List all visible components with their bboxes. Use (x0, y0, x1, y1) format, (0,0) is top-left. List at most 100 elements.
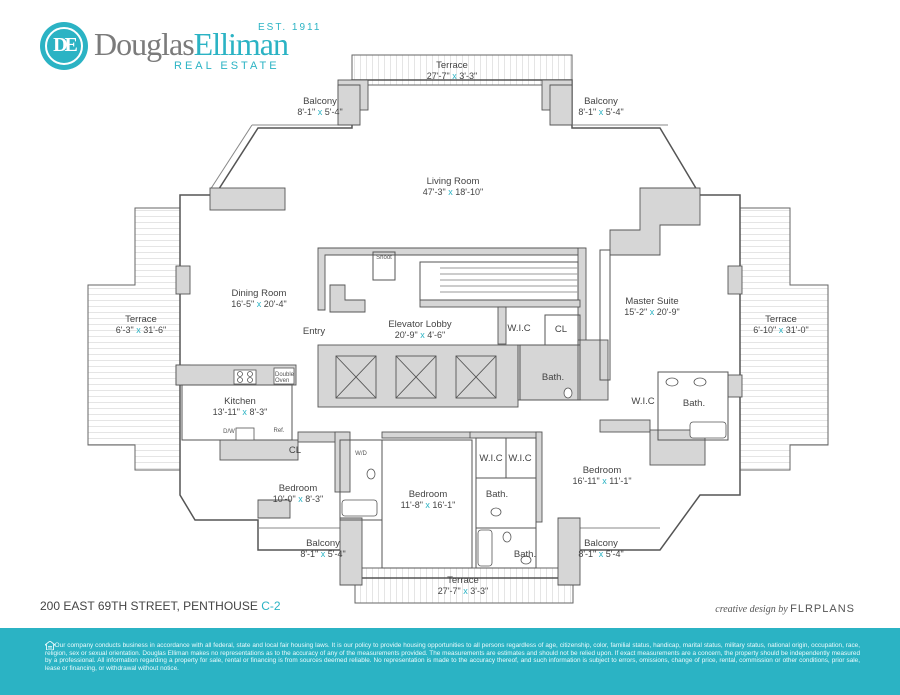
label-ref: Ref. (273, 428, 285, 434)
room-elevator-lobby: Elevator Lobby 20'-9" x 4'-6" (388, 319, 451, 341)
equal-housing-icon (45, 641, 55, 650)
footer-disclaimer-bar: Our company conducts business in accorda… (0, 628, 900, 695)
label-bath-2: Bath. (682, 398, 706, 409)
elevator-car-2 (395, 355, 437, 399)
label-entry: Entry (302, 326, 326, 337)
credit-brand: FLRPLANS (790, 603, 855, 615)
balcony-wall-bottom-right (557, 517, 581, 586)
balcony-wall-top-right (549, 84, 573, 126)
logo-est: EST. 1911 (258, 22, 322, 33)
label-bath-3: Bath. (485, 489, 509, 500)
label-bath-1: Bath. (541, 372, 565, 383)
label-wd: W/D (355, 451, 367, 457)
pier-left-top (209, 187, 286, 211)
room-bedroom-left: Bedroom 10'-0" x 8'-3" (273, 483, 323, 505)
stove (233, 369, 257, 385)
room-dimensions: 8'-1" x 5'-4" (578, 107, 624, 117)
floor-plan (87, 54, 829, 604)
terrace-right-deck (739, 207, 829, 471)
room-dimensions: 8'-1" x 5'-4" (578, 549, 624, 559)
room-dimensions: 6'-3" x 31'-6" (115, 325, 167, 335)
room-terrace-left: Terrace 6'-3" x 31'-6" (116, 314, 166, 336)
logo-subtitle: REAL ESTATE (174, 60, 280, 72)
label-cl-2: CL (288, 445, 302, 456)
room-dimensions: 15'-2" x 20'-9" (624, 307, 680, 317)
room-name: Balcony (584, 96, 618, 107)
room-bedroom-center: Bedroom 11'-8" x 16'-1" (401, 489, 456, 511)
room-dining-room: Dining Room 16'-5" x 20'-4" (231, 288, 286, 310)
room-dimensions: 47'-3" x 18'-10" (422, 187, 484, 197)
master-bath-outline (657, 371, 729, 441)
bathtub-center (477, 529, 493, 567)
room-name: Bedroom (582, 465, 622, 476)
label-double-oven: Double Oven (275, 372, 295, 384)
logo-wordmark: DouglasElliman (94, 26, 289, 63)
room-dimensions: 27'-7" x 3'-3" (426, 71, 478, 81)
terrace-bottom-deck (354, 567, 574, 604)
room-dimensions: 16'-5" x 20'-4" (231, 299, 287, 309)
elevator-car-3 (455, 355, 497, 399)
room-balcony-top-left: Balcony 8'-1" x 5'-4" (297, 96, 342, 118)
label-cl-1: CL (554, 324, 568, 335)
label-shoot: Shoot (376, 255, 392, 261)
room-living-room: Living Room 47'-3" x 18'-10" (423, 176, 483, 198)
toilet-icon (563, 387, 573, 399)
column-left-mid (175, 265, 191, 295)
label-bath-4: Bath. (513, 549, 537, 560)
room-balcony-top-right: Balcony 8'-1" x 5'-4" (578, 96, 623, 118)
elevator-car-1 (335, 355, 377, 399)
room-name: Balcony (303, 96, 337, 107)
room-dimensions: 8'-1" x 5'-4" (300, 549, 346, 559)
room-dimensions: 16'-11" x 11'-1" (572, 476, 632, 486)
address-street: 200 EAST 69TH STREET, PENTHOUSE (40, 599, 258, 613)
room-name: Terrace (765, 314, 797, 325)
room-dimensions: 27'-7" x 3'-3" (437, 586, 489, 596)
logo-emblem-icon (40, 22, 88, 70)
room-name: Balcony (306, 538, 340, 549)
room-dimensions: 11'-8" x 16'-1" (400, 500, 456, 510)
room-name: Master Suite (625, 296, 679, 307)
room-name: Terrace (125, 314, 157, 325)
kitchen-counter-bottom (219, 439, 299, 461)
bathtub-left (341, 499, 378, 517)
room-dimensions: 6'-10" x 31'-0" (753, 325, 809, 335)
room-name: Bedroom (278, 483, 318, 494)
elevator-bank (317, 344, 519, 408)
room-terrace-bottom: Terrace 27'-7" x 3'-3" (438, 575, 488, 597)
terrace-left-deck (87, 207, 181, 471)
room-name: Terrace (447, 575, 479, 586)
label-wic-1: W.I.C (507, 323, 531, 334)
stairwell (419, 261, 579, 301)
room-terrace-right: Terrace 6'-10" x 31'-0" (753, 314, 808, 336)
douglas-elliman-logo: DE DouglasElliman EST. 1911 REAL ESTATE (40, 22, 319, 74)
double-oven (273, 367, 295, 385)
room-bedroom-right: Bedroom 16'-11" x 11'-1" (572, 465, 631, 487)
disclaimer-text: Our company conducts business in accorda… (45, 642, 860, 672)
property-address: 200 EAST 69TH STREET, PENTHOUSE C-2 (40, 599, 281, 613)
label-wic-3: W.I.C (479, 453, 503, 464)
address-unit: C-2 (261, 599, 281, 613)
logo-monogram: DE (53, 34, 78, 56)
room-name: Terrace (436, 60, 468, 71)
room-kitchen: Kitchen 13'-11" x 8'-3" (213, 396, 268, 418)
room-name: Living Room (426, 176, 480, 187)
room-master-suite: Master Suite 15'-2" x 20'-9" (624, 296, 679, 318)
design-credit: creative design by FLRPLANS (715, 603, 855, 615)
logo-name-douglas: Douglas (94, 26, 195, 62)
room-balcony-bottom-left: Balcony 8'-1" x 5'-4" (300, 538, 345, 560)
balcony-wall-bottom-left (339, 517, 363, 586)
label-wic-2: W.I.C (631, 396, 655, 407)
column-right-low (727, 374, 743, 398)
shoot-room (372, 251, 396, 281)
room-name: Elevator Lobby (388, 319, 452, 330)
room-dimensions: 10'-0" x 8'-3" (272, 494, 324, 504)
room-dimensions: 20'-9" x 4'-6" (394, 330, 446, 340)
bathtub-master (689, 421, 727, 439)
room-name: Bedroom (408, 489, 448, 500)
logo-name-elliman: Elliman (193, 26, 289, 62)
room-name: Balcony (584, 538, 618, 549)
room-dimensions: 13'-11" x 8'-3" (212, 407, 268, 417)
balcony-wall-top-left (337, 84, 361, 126)
room-dimensions: 8'-1" x 5'-4" (297, 107, 343, 117)
label-dw: D/W (223, 429, 235, 435)
